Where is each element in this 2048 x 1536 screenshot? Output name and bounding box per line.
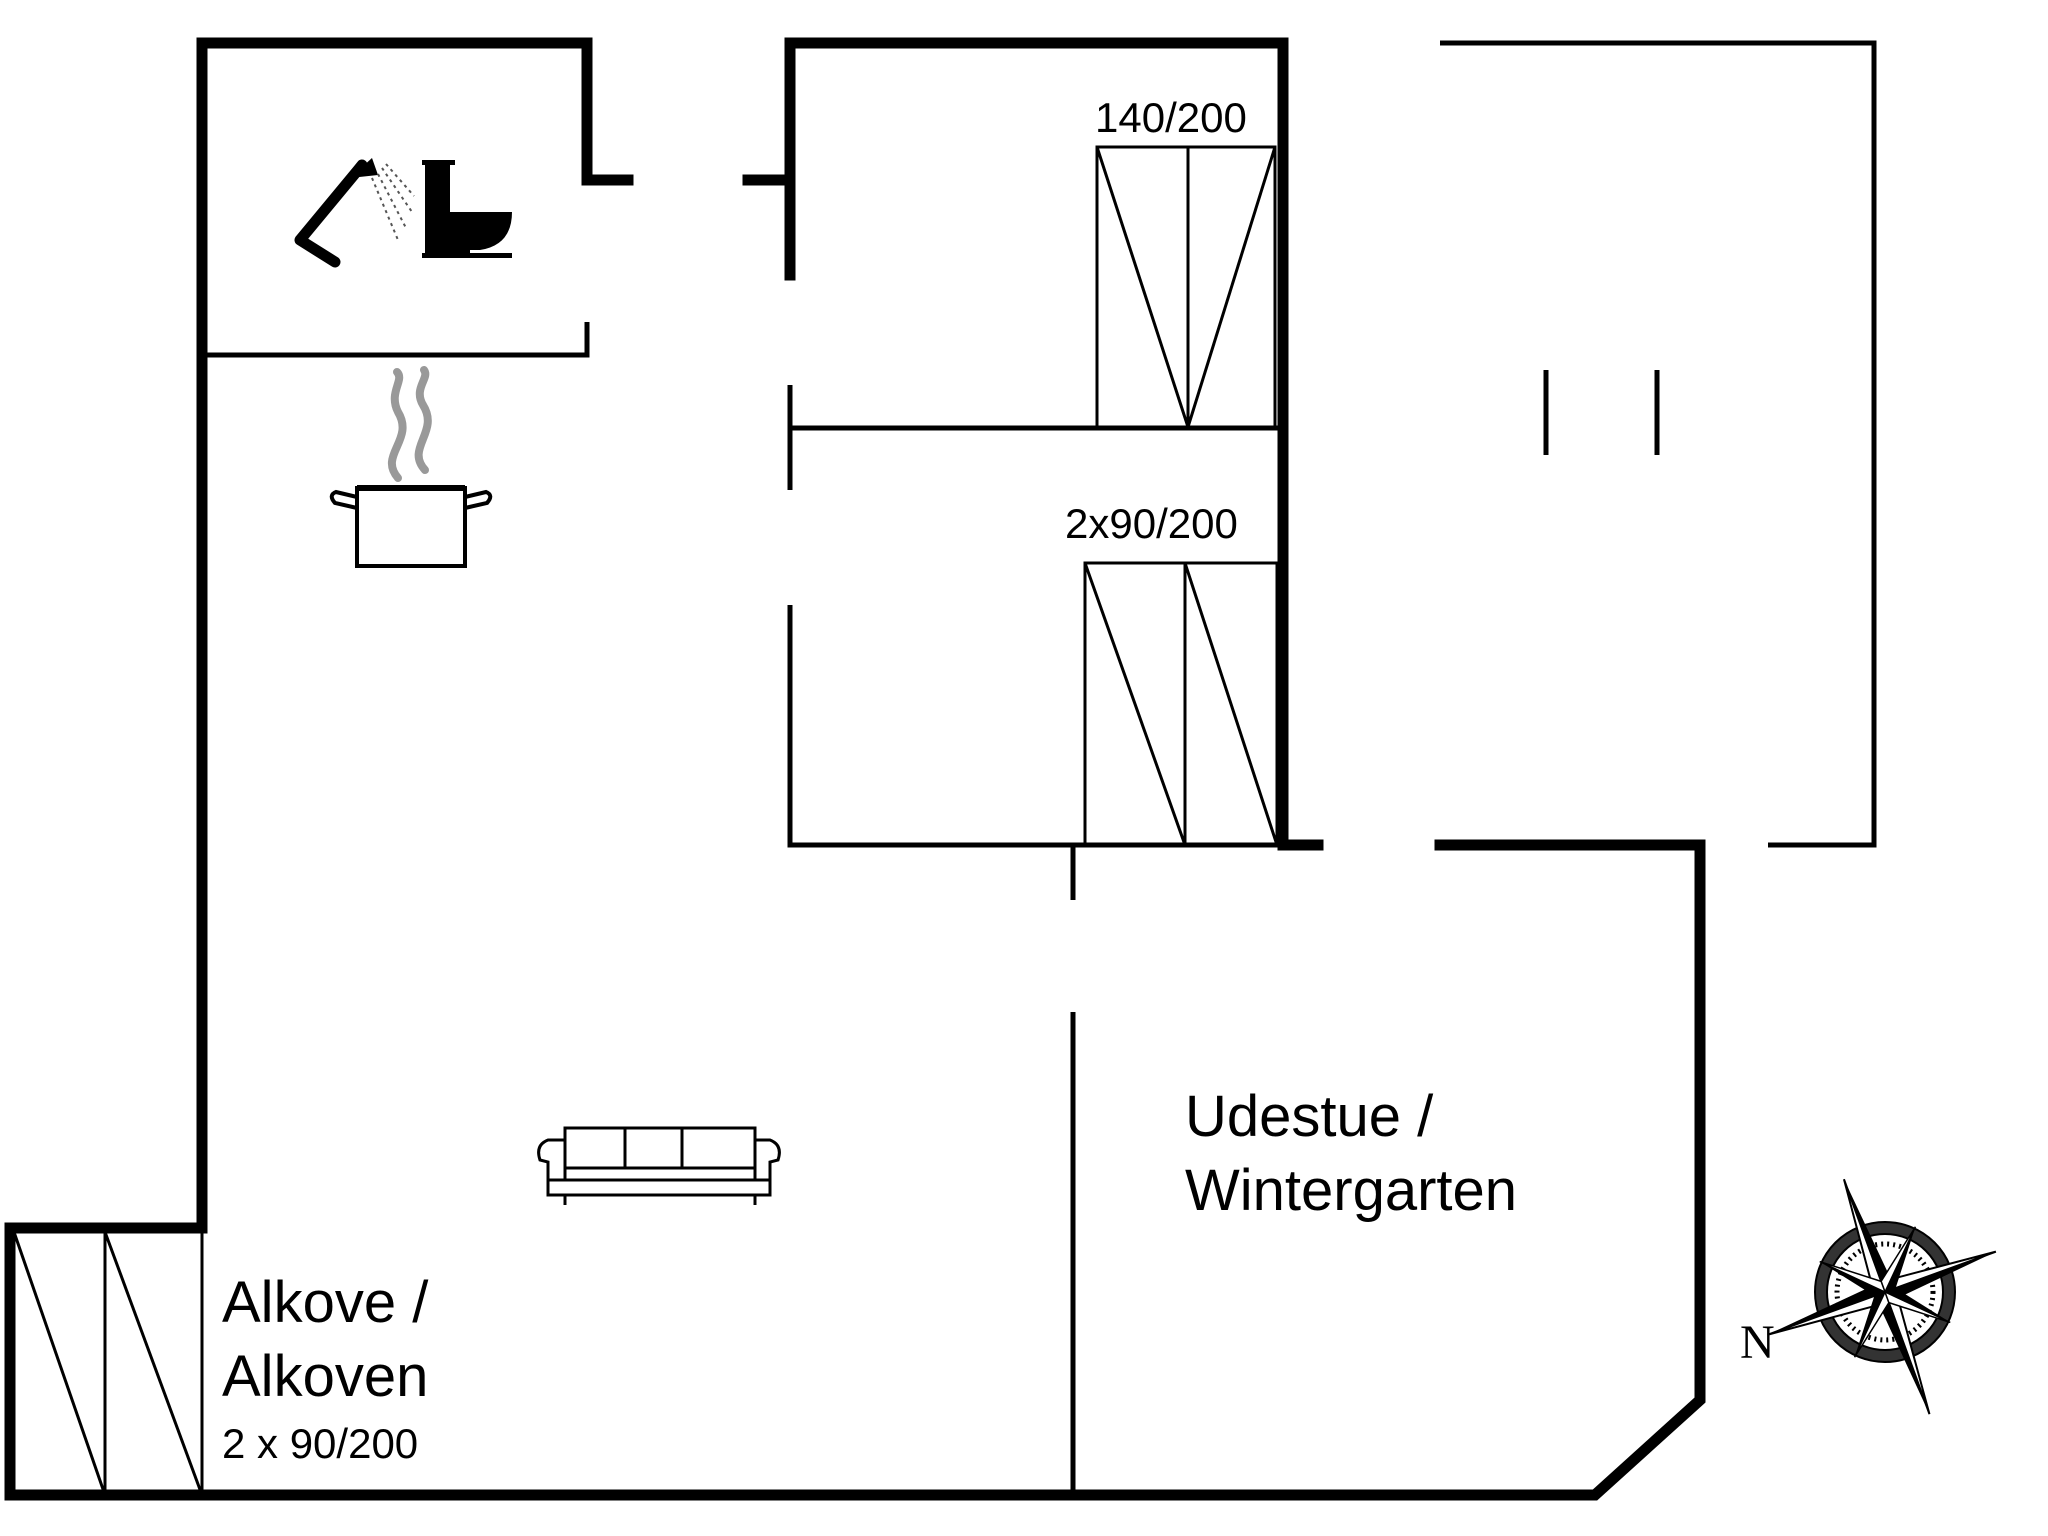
outer-wall-left [4, 37, 593, 1501]
compass-rose-icon [1767, 1178, 1997, 1415]
bed-twin [1083, 561, 1279, 847]
alcove-label-line2: Alkoven [222, 1344, 428, 1409]
bed-master-label: 140/200 [1095, 94, 1247, 141]
toilet-icon [422, 160, 512, 258]
walls [4, 37, 1877, 1501]
outer-wall-top-middle [784, 37, 1324, 851]
bed-twin-label: 2x90/200 [1065, 500, 1238, 547]
bed-alcove [12, 1230, 204, 1497]
shower-icon [294, 158, 415, 268]
sunroom-label-line1: Udestue / [1185, 1084, 1434, 1149]
compass-north-label: N [1740, 1316, 1775, 1369]
annex-wall [1440, 40, 1877, 848]
outer-wall-bottom [4, 839, 1706, 1501]
sofa-icon [537, 1126, 781, 1205]
cooking-pot-icon [329, 366, 493, 568]
alcove-label-line1: Alkove / [222, 1270, 429, 1335]
bathroom-bottom-wall [202, 322, 590, 358]
sunroom-label-line2: Wintergarten [1185, 1158, 1517, 1223]
bed-master [1095, 145, 1277, 429]
alcove-bed-label: 2 x 90/200 [222, 1420, 418, 1467]
